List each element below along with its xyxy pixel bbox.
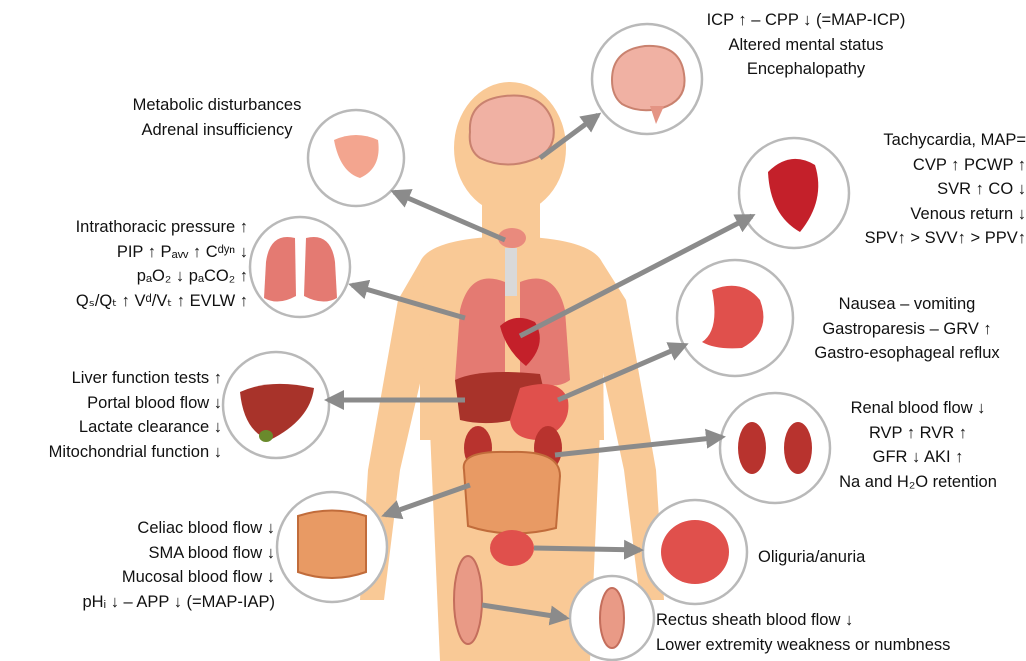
stomach-line-3: Gastro-esophageal reflux [800, 341, 1014, 366]
bowel-line-3: Mucosal blood flow ↓ [0, 565, 275, 590]
heart-line-2: CVP ↑ PCWP ↑ [818, 153, 1026, 178]
lungs-line-2: PIP ↑ Pₐᵥᵥ ↑ Cᵈʸⁿ ↓ [0, 240, 248, 265]
liver-label: Liver function tests ↑ Portal blood flow… [0, 366, 222, 464]
brain-line-2: Altered mental status [668, 33, 944, 58]
liver-line-3: Lactate clearance ↓ [0, 415, 222, 440]
kidneys-label: Renal blood flow ↓ RVP ↑ RVR ↑ GFR ↓ AKI… [830, 396, 1006, 494]
heart-line-3: SVR ↑ CO ↓ [818, 177, 1026, 202]
brain-line-1: ICP ↑ – CPP ↓ (=MAP-ICP) [668, 8, 944, 33]
muscle-line-2: Lower extremity weakness or numbness [656, 633, 1026, 658]
bowel-line-1: Celiac blood flow ↓ [0, 516, 275, 541]
muscle-label: Rectus sheath blood flow ↓ Lower extremi… [656, 608, 1026, 657]
bowel-line-4: pHᵢ ↓ – APP ↓ (=MAP-IAP) [0, 590, 275, 615]
gallbladder-icon [259, 430, 273, 442]
bladder-icon [661, 520, 729, 584]
brain-label: ICP ↑ – CPP ↓ (=MAP-ICP) Altered mental … [668, 8, 944, 82]
muscle-line-1: Rectus sheath blood flow ↓ [656, 608, 1026, 633]
heart-label: Tachycardia, MAP= CVP ↑ PCWP ↑ SVR ↑ CO … [818, 128, 1026, 251]
stomach-line-2: Gastroparesis – GRV ↑ [800, 317, 1014, 342]
bladder-label: Oliguria/anuria [758, 545, 928, 570]
bladder-organ [490, 530, 534, 566]
heart-line-4: Venous return ↓ [818, 202, 1026, 227]
kidneys-line-4: Na and H₂O retention [830, 470, 1006, 495]
kidneys-line-1: Renal blood flow ↓ [830, 396, 1006, 421]
arrow-bladder [534, 548, 640, 550]
stomach-line-1: Nausea – vomiting [800, 292, 1014, 317]
brain-line-3: Encephalopathy [668, 57, 944, 82]
liver-line-4: Mitochondrial function ↓ [0, 440, 222, 465]
trachea [505, 248, 517, 296]
lungs-label: Intrathoracic pressure ↑ PIP ↑ Pₐᵥᵥ ↑ Cᵈ… [0, 215, 248, 313]
adrenal-label: Metabolic disturbances Adrenal insuffici… [100, 93, 334, 142]
kidneys-line-3: GFR ↓ AKI ↑ [830, 445, 1006, 470]
kidneys-circle [720, 393, 830, 503]
intestine-organ [464, 452, 560, 534]
rectus-muscle-organ [454, 556, 482, 644]
right-kidney-icon [784, 422, 812, 474]
bowel-line-2: SMA blood flow ↓ [0, 541, 275, 566]
heart-line-1: Tachycardia, MAP= [818, 128, 1026, 153]
heart-line-5: SPV↑ > SVV↑ > PPV↑ [818, 226, 1026, 251]
stomach-label: Nausea – vomiting Gastroparesis – GRV ↑ … [800, 292, 1014, 366]
bowel-label: Celiac blood flow ↓ SMA blood flow ↓ Muc… [0, 516, 275, 614]
lungs-line-3: pₐO₂ ↓ pₐCO₂ ↑ [0, 264, 248, 289]
muscle-icon [600, 588, 624, 648]
kidneys-line-2: RVP ↑ RVR ↑ [830, 421, 1006, 446]
liver-line-2: Portal blood flow ↓ [0, 391, 222, 416]
lungs-line-4: Qₛ/Qₜ ↑ Vᵈ/Vₜ ↑ EVLW ↑ [0, 289, 248, 314]
bowel-icon [298, 511, 366, 579]
liver-line-1: Liver function tests ↑ [0, 366, 222, 391]
left-kidney-icon [738, 422, 766, 474]
bladder-line-1: Oliguria/anuria [758, 545, 928, 570]
adrenal-line-2: Adrenal insufficiency [100, 118, 334, 143]
lungs-line-1: Intrathoracic pressure ↑ [0, 215, 248, 240]
adrenal-line-1: Metabolic disturbances [100, 93, 334, 118]
